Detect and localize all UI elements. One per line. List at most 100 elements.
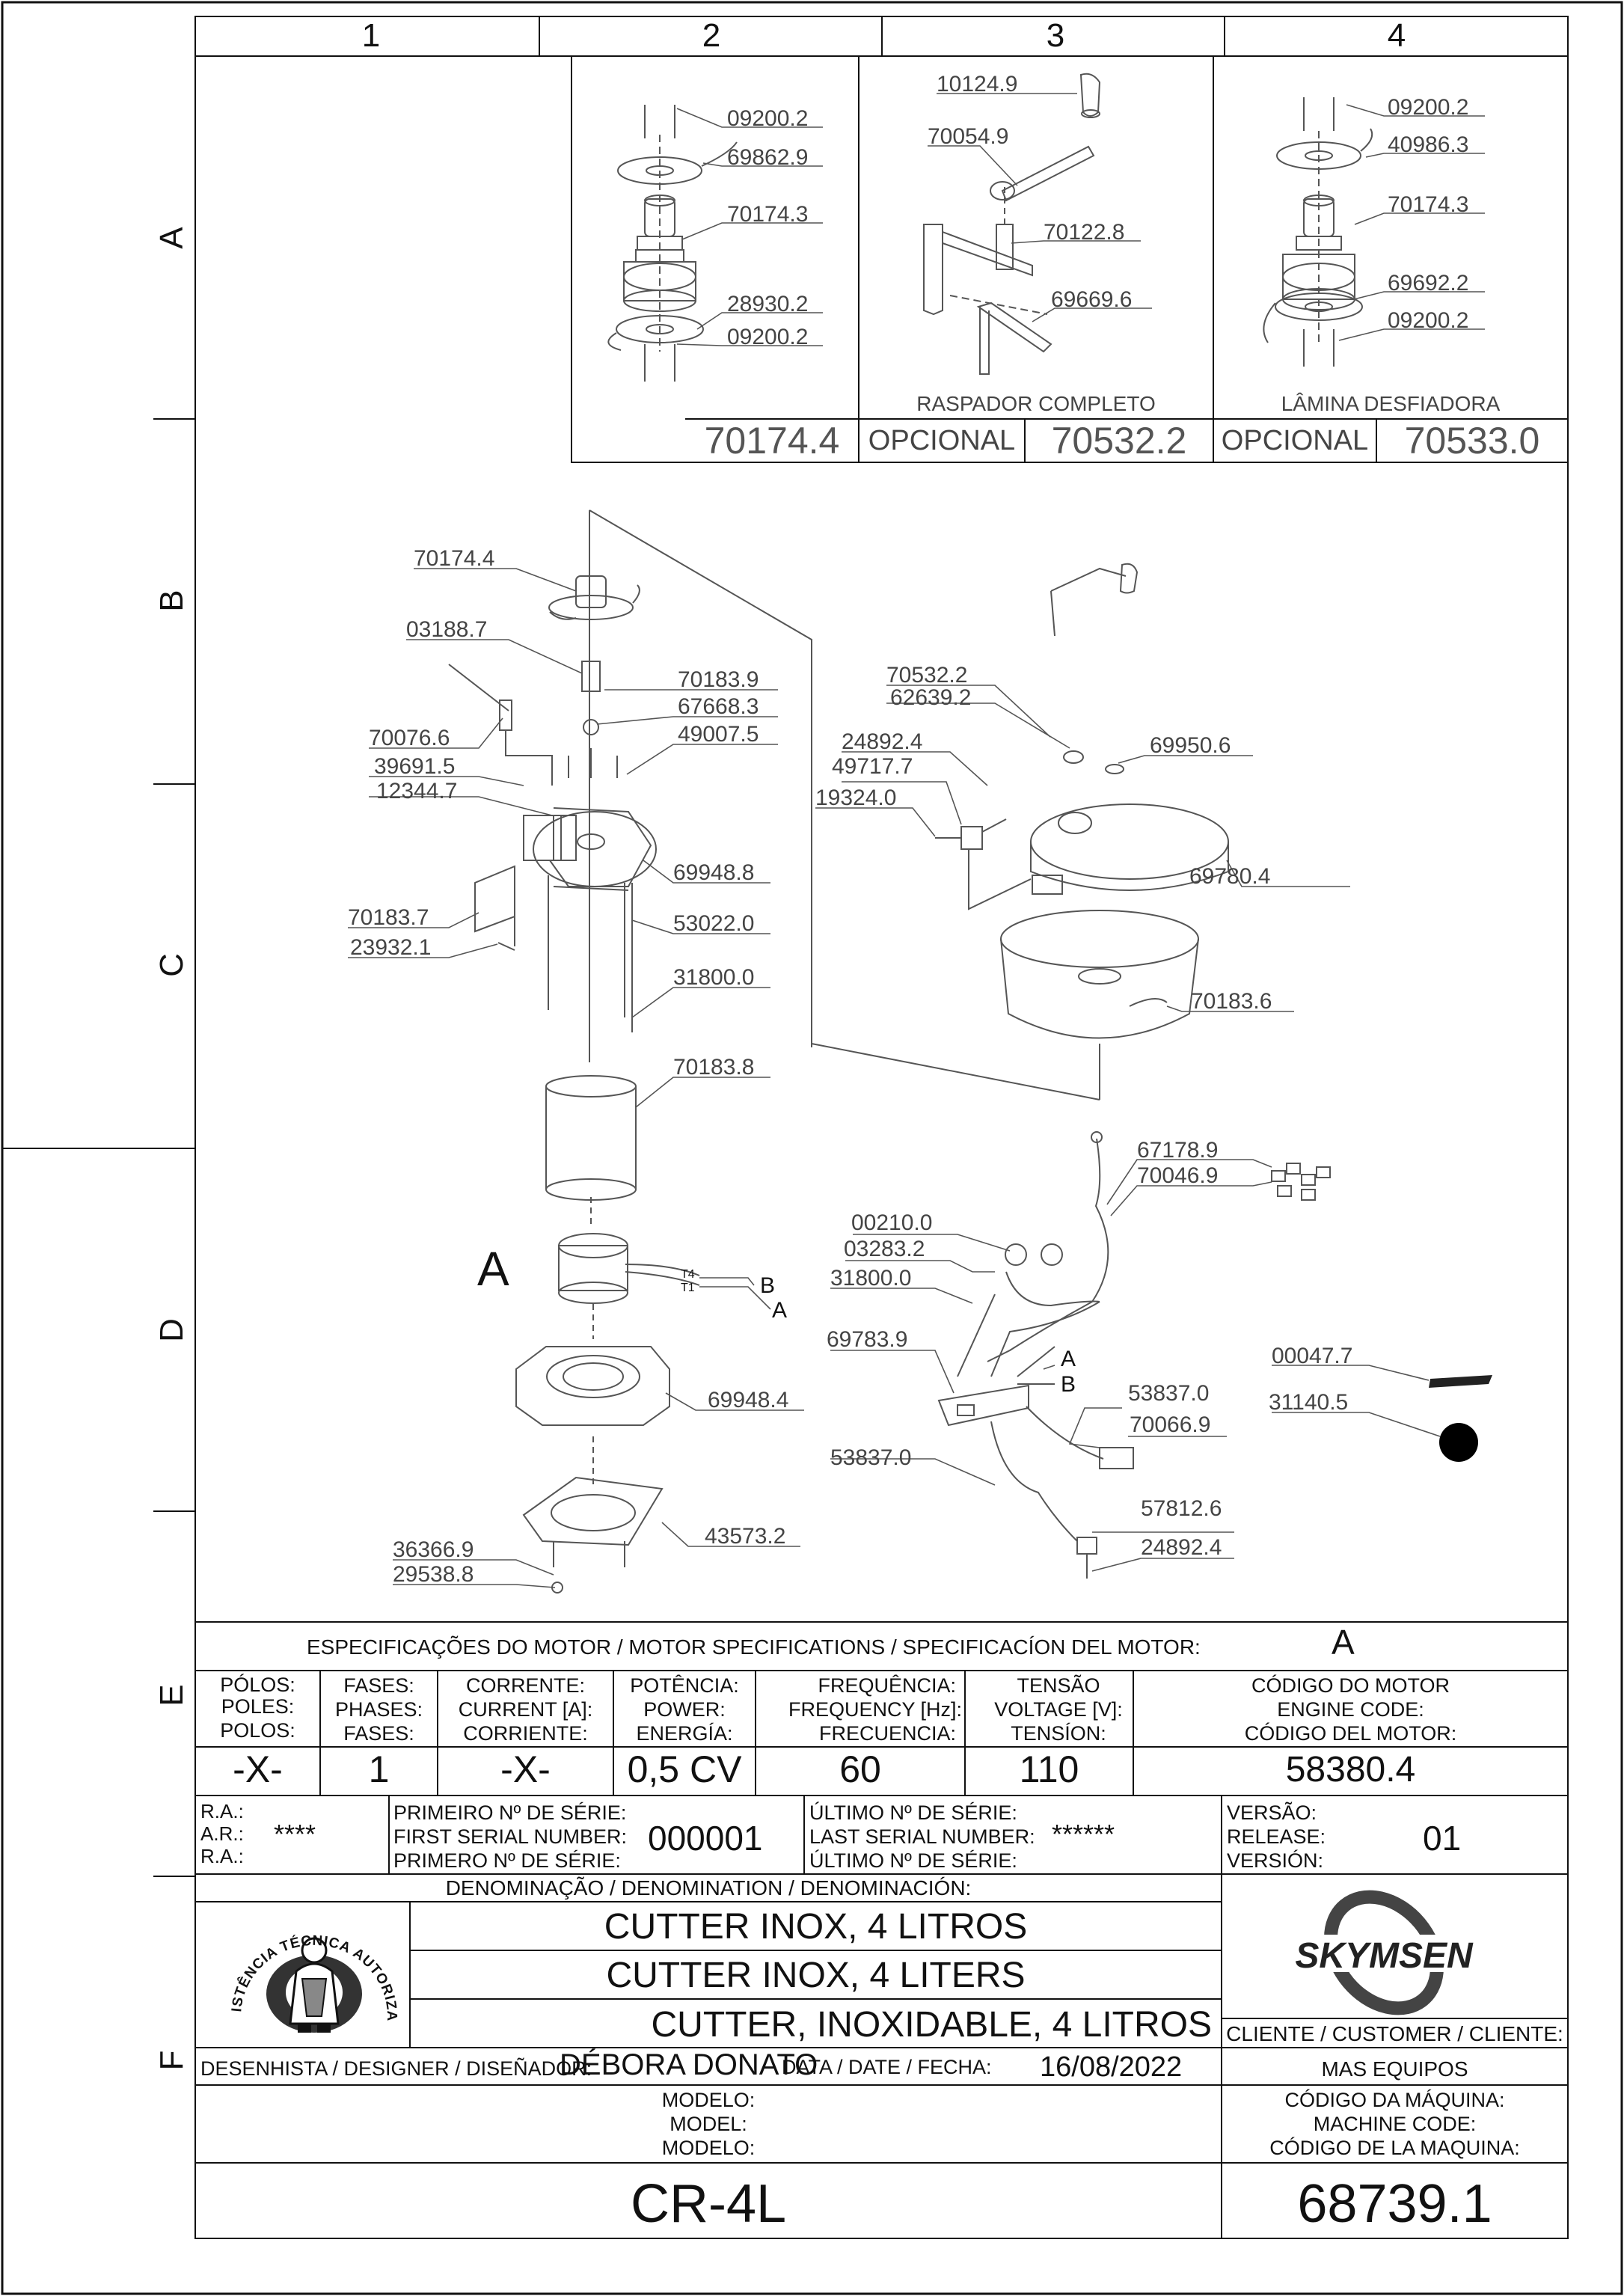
last-serial-label: LAST SERIAL NUMBER:: [809, 1825, 1035, 1848]
part-label: 70046.9: [1137, 1163, 1219, 1188]
part-label: 70183.8: [673, 1055, 755, 1080]
part-label: 69780.4: [1189, 864, 1271, 889]
spec-value: 110: [1019, 1748, 1079, 1790]
date-label: DATA / DATE / FECHA:: [782, 2056, 992, 2078]
spec-label: PÓLOS:: [220, 1674, 295, 1696]
spec-label: ENGINE CODE:: [1277, 1698, 1424, 1721]
motor-spec-heading-value: A: [1332, 1623, 1355, 1662]
part-label: 49007.5: [678, 722, 759, 747]
model-label: MODELO:: [661, 2089, 756, 2111]
part-label: 39691.5: [374, 754, 456, 779]
release-label: RELEASE:: [1227, 1825, 1326, 1848]
last-serial-label: ÚLTIMO Nº DE SÉRIE:: [809, 1849, 1017, 1872]
wire-b-label: B: [760, 1273, 776, 1298]
wire-t1-label: T1: [681, 1282, 695, 1294]
release-label: VERSIÓN:: [1227, 1849, 1324, 1872]
brand-name: SKYMSEN: [1295, 1936, 1474, 1976]
release-value: 01: [1423, 1819, 1462, 1858]
board-b-label: B: [1061, 1372, 1076, 1397]
part-label: 10124.9: [937, 72, 1018, 97]
part-label: 70183.6: [1191, 989, 1272, 1014]
model-label: MODELO:: [661, 2137, 756, 2159]
spec-label: POLES:: [221, 1695, 295, 1718]
spec-value: -X-: [233, 1748, 283, 1790]
grid-col-3: 3: [1046, 17, 1065, 54]
machine-code-value: 68739.1: [1297, 2174, 1492, 2234]
part-label: 53837.0: [830, 1445, 912, 1470]
part-label: 12344.7: [376, 779, 458, 803]
part-label: 69669.6: [1051, 287, 1133, 312]
part-label: 70174.4: [414, 546, 495, 571]
spec-value: 60: [839, 1748, 881, 1790]
ra-label: R.A.:: [200, 1800, 244, 1822]
ra-label: A.R.:: [200, 1822, 244, 1845]
part-label: 70174.3: [727, 202, 809, 227]
part-label: 70183.9: [678, 667, 759, 692]
kit1-code: 70174.4: [704, 420, 840, 462]
grid-col-1: 1: [361, 17, 381, 54]
part-label: 70066.9: [1130, 1412, 1211, 1437]
spec-value: 0,5 CV: [627, 1748, 742, 1790]
first-serial-label: FIRST SERIAL NUMBER:: [393, 1825, 628, 1848]
authorized-assistance-stamp: ASSISTÊNCIA TÉCNICA AUTORIZADA: [224, 1904, 399, 2033]
spec-label: PHASES:: [334, 1698, 423, 1721]
spec-label: ENERGÍA:: [636, 1722, 733, 1745]
part-label: 23932.1: [350, 935, 432, 960]
first-serial-value: 000001: [648, 1819, 763, 1858]
part-label: 31800.0: [673, 965, 755, 990]
motor-spec-heading: ESPECIFICAÇÕES DO MOTOR / MOTOR SPECIFIC…: [307, 1635, 1201, 1659]
motor-ref-label: A: [477, 1242, 509, 1296]
part-label: 70054.9: [928, 124, 1009, 149]
designer-label: DESENHISTA / DESIGNER / DISEÑADOR:: [200, 2057, 592, 2080]
spec-label: CÓDIGO DO MOTOR: [1251, 1674, 1450, 1697]
part-label: 69783.9: [827, 1327, 908, 1352]
denomination-es: CUTTER, INOXIDABLE, 4 LITROS: [651, 2005, 1212, 2045]
denomination-heading: DENOMINAÇÃO / DENOMINATION / DENOMINACIÓ…: [445, 1876, 972, 1899]
part-label: 67178.9: [1137, 1138, 1219, 1163]
part-label: 70076.6: [369, 726, 450, 750]
customer-label: CLIENTE / CUSTOMER / CLIENTE:: [1226, 2022, 1563, 2045]
spec-label: CURRENT [A]:: [458, 1698, 593, 1721]
spec-value: -X-: [500, 1748, 551, 1790]
spec-label: CORRIENTE:: [463, 1722, 588, 1745]
part-label: 09200.2: [1388, 95, 1469, 120]
part-label: 28930.2: [727, 292, 809, 316]
part-label: 03283.2: [844, 1237, 925, 1261]
part-label: 67668.3: [678, 694, 759, 719]
kit2-title: RASPADOR COMPLETO: [916, 392, 1156, 415]
kit3-title: LÂMINA DESFIADORA: [1281, 392, 1501, 415]
denomination-pt: CUTTER INOX, 4 LITROS: [604, 1907, 1028, 1947]
last-serial-label: ÚLTIMO Nº DE SÉRIE:: [809, 1801, 1017, 1824]
part-label: 09200.2: [727, 106, 809, 131]
spec-value: 1: [368, 1748, 390, 1790]
release-label: VERSÃO:: [1227, 1801, 1317, 1824]
spec-label: FREQUÊNCIA:: [818, 1674, 956, 1697]
part-label: 49717.7: [832, 754, 913, 779]
spec-label: CORRENTE:: [465, 1674, 585, 1697]
part-label: 53837.0: [1128, 1381, 1210, 1406]
spec-value: 58380.4: [1285, 1750, 1416, 1790]
model-label: MODEL:: [669, 2113, 747, 2135]
part-label: 70174.3: [1388, 192, 1469, 217]
first-serial-label: PRIMEIRO Nº DE SÉRIE:: [393, 1801, 627, 1824]
part-label: 24892.4: [1141, 1535, 1222, 1560]
part-label: 31800.0: [830, 1266, 912, 1291]
part-label: 57812.6: [1141, 1496, 1222, 1521]
denomination-en: CUTTER INOX, 4 LITERS: [606, 1956, 1026, 1995]
part-label: 53022.0: [673, 911, 755, 936]
part-label: 69950.6: [1150, 733, 1231, 758]
part-label: 70183.7: [348, 905, 429, 930]
part-label: 09200.2: [1388, 308, 1469, 333]
part-label: 40986.3: [1388, 132, 1469, 157]
part-label: 29538.8: [393, 1562, 474, 1587]
spec-label: TENSÃO: [1017, 1674, 1100, 1697]
part-label: 09200.2: [727, 325, 809, 349]
ra-value: ****: [274, 1819, 316, 1849]
customer-value: MAS EQUIPOS: [1321, 2057, 1468, 2081]
kit1-optional-tag: OPCIONAL: [868, 425, 1016, 456]
part-label: 36366.9: [393, 1537, 474, 1562]
skymsen-logo: SKYMSEN: [1279, 1890, 1489, 2015]
machine-code-label: CÓDIGO DE LA MAQUINA:: [1269, 2137, 1520, 2159]
